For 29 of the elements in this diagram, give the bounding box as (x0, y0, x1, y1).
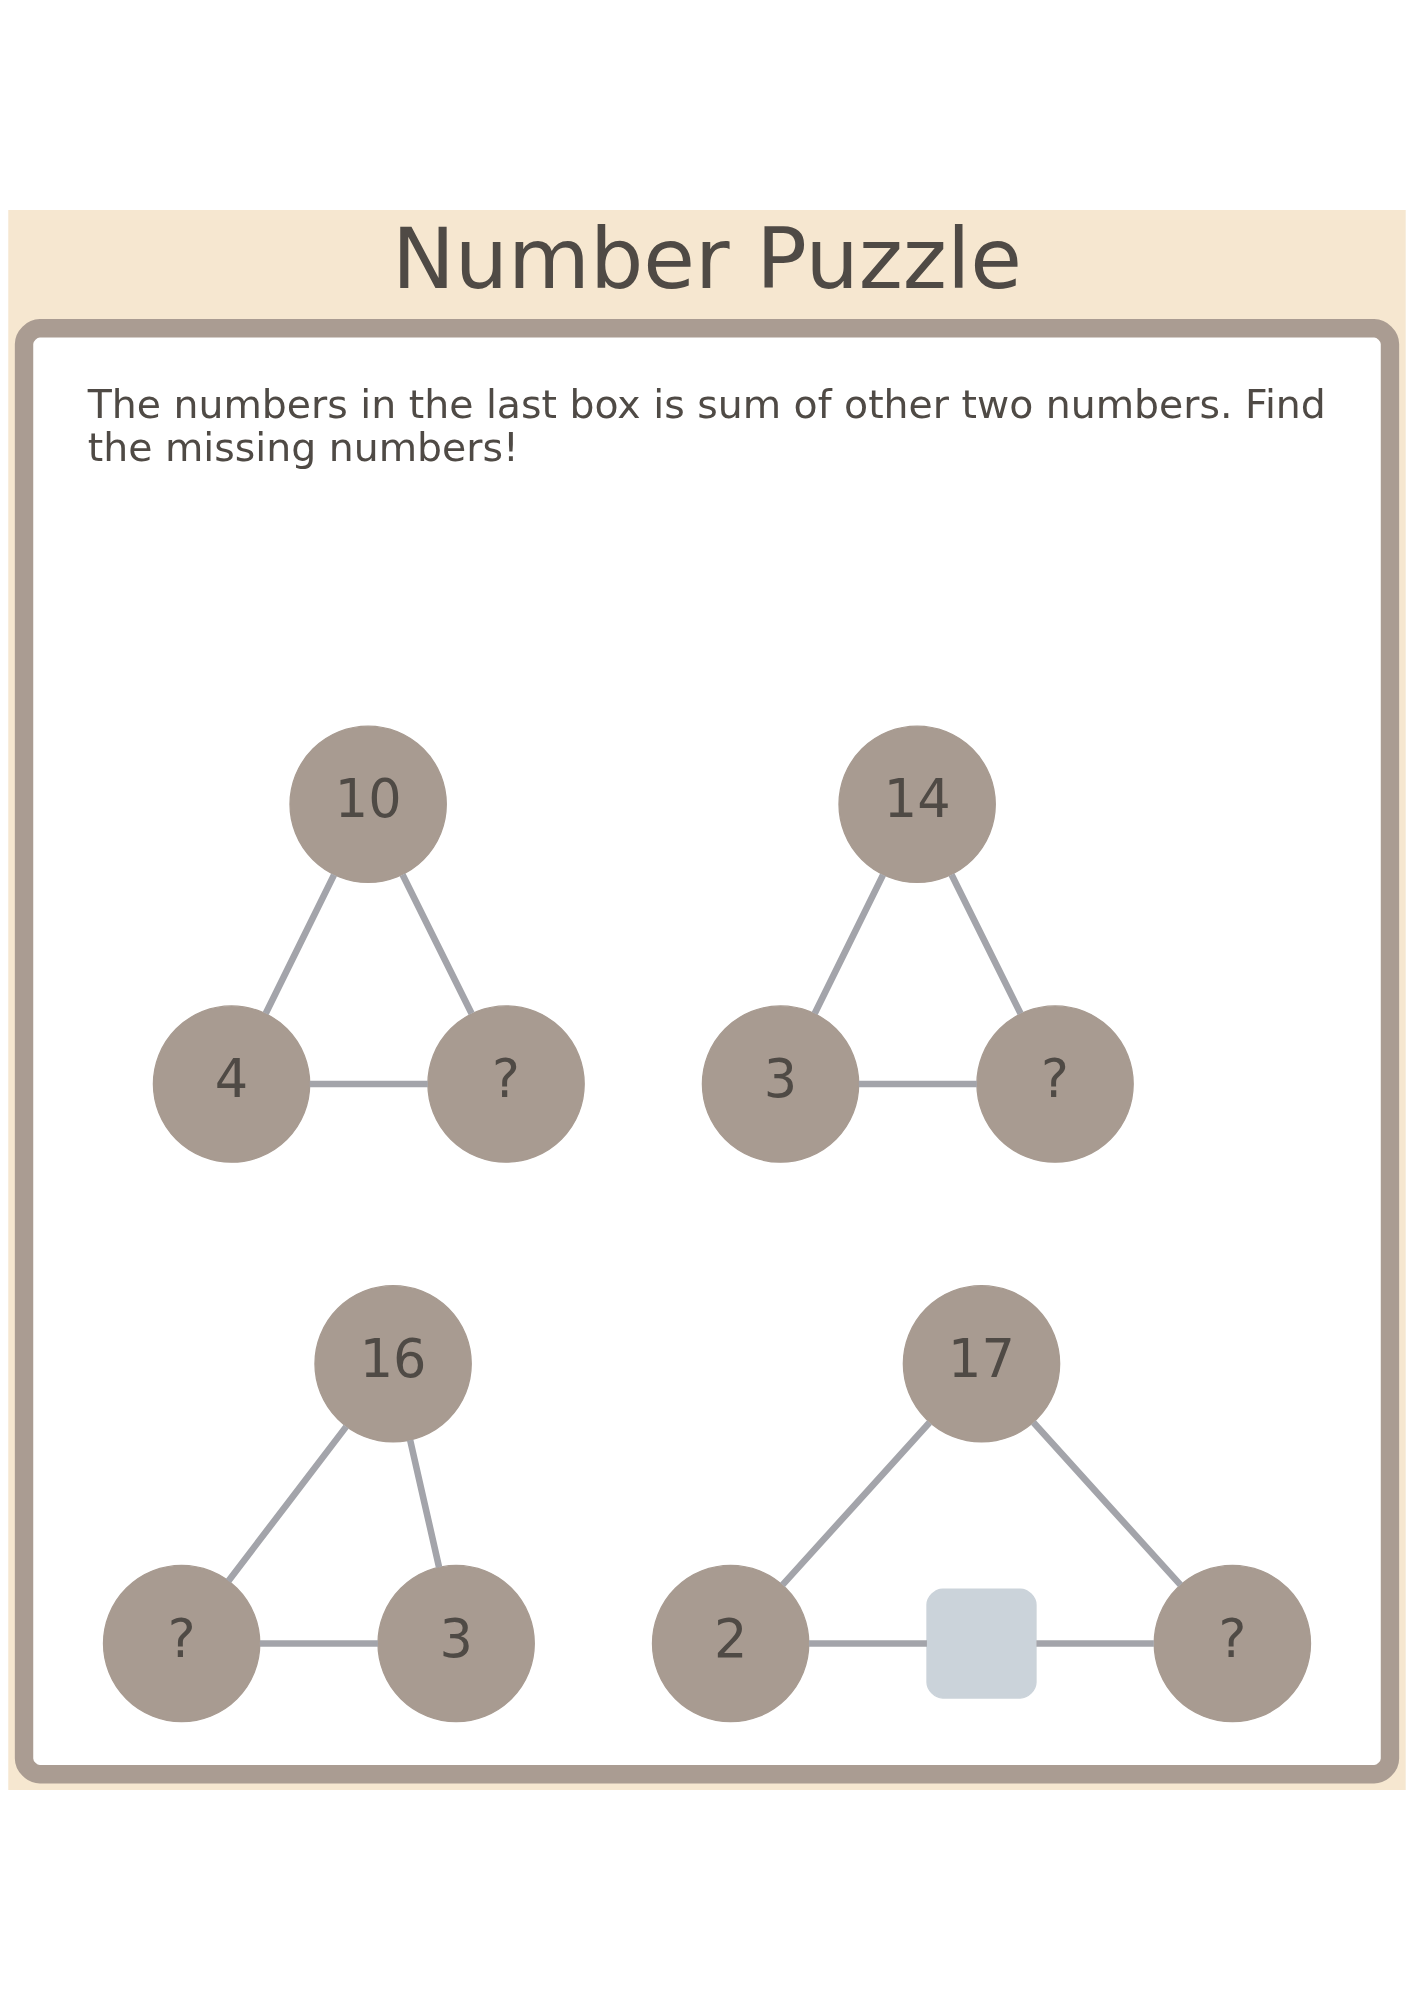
connector (262, 873, 337, 1015)
node-box (926, 1588, 1037, 1699)
diagram-title: Number Puzzle (391, 209, 1023, 308)
node-circle: ? (427, 1005, 585, 1163)
connector (399, 873, 475, 1015)
cluster (14, 319, 1400, 1784)
connector (309, 1080, 428, 1088)
connector (225, 1424, 349, 1583)
node-circle: 16 (314, 1285, 472, 1443)
connector (858, 1080, 977, 1088)
node-circle: 17 (902, 1285, 1061, 1443)
node-circle: ? (102, 1564, 261, 1723)
connector (1036, 1640, 1154, 1647)
node-circle: 3 (701, 1005, 860, 1163)
node-circle: 4 (152, 1005, 311, 1163)
connector (948, 873, 1024, 1015)
connector (1031, 1420, 1183, 1588)
node-circle: ? (1153, 1564, 1312, 1723)
node-circle: 2 (651, 1564, 810, 1723)
connector (780, 1420, 932, 1588)
connector (406, 1439, 443, 1568)
label: The numbers in the last box is sum of other two numbers. Find the missing numbers! (87, 380, 1326, 470)
connector (809, 1640, 927, 1647)
node-circle: ? (976, 1005, 1134, 1163)
node-circle: 10 (289, 725, 447, 884)
node-circle: 3 (377, 1564, 535, 1723)
connector (259, 1640, 378, 1647)
connector (811, 873, 886, 1015)
node-circle: 14 (838, 725, 996, 884)
